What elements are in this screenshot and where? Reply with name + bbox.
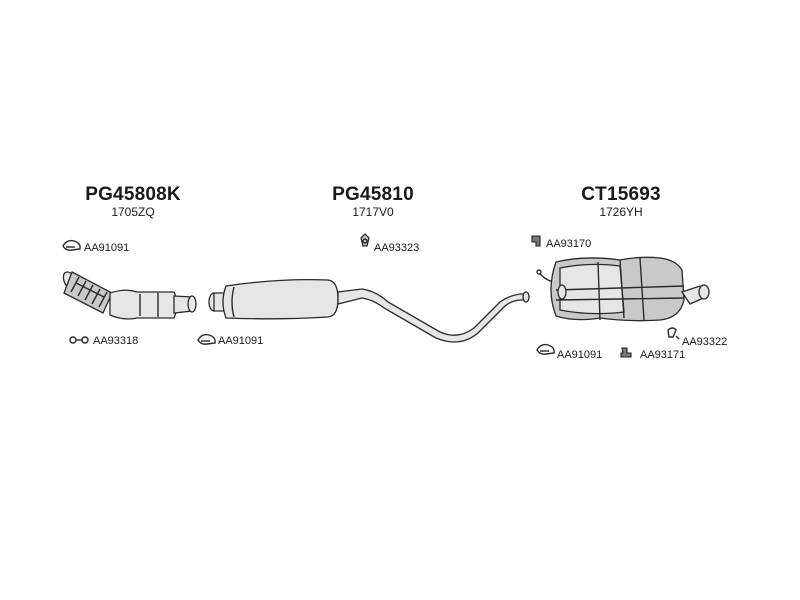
rear-silencer <box>536 256 710 322</box>
middle-silencer-pipe <box>208 278 530 343</box>
label-bracket-rear-top: AA93170 <box>546 238 592 250</box>
label-clamp-front-top: AA91091 <box>84 242 130 254</box>
label-gasket-front: AA93318 <box>93 335 139 347</box>
group-code-rear: CT15693 <box>581 184 661 205</box>
clamp-icon-front-top <box>62 239 81 251</box>
group-subcode-front: 1705ZQ <box>111 205 155 219</box>
label-clamp-rear: AA91091 <box>557 349 603 361</box>
clamp-icon-rear <box>536 343 555 355</box>
label-hanger-middle: AA93323 <box>374 242 420 254</box>
gasket-icon-front <box>69 336 89 344</box>
catalytic-converter-front <box>62 271 197 320</box>
label-clamp-middle: AA91091 <box>218 335 264 347</box>
group-subcode-rear: 1726YH <box>599 205 643 219</box>
group-subcode-middle: 1717V0 <box>352 205 394 219</box>
hanger-icon-middle <box>360 233 370 247</box>
group-code-middle: PG45810 <box>332 184 414 205</box>
label-bracket-rear: AA93171 <box>640 349 686 361</box>
hanger-icon-rear-right <box>667 327 680 340</box>
bracket-icon-rear <box>620 347 632 358</box>
clamp-icon-middle <box>197 333 216 345</box>
label-hanger-rear-right: AA93322 <box>682 336 728 348</box>
group-code-front: PG45808K <box>85 184 181 205</box>
bracket-icon-rear-top <box>531 235 541 247</box>
